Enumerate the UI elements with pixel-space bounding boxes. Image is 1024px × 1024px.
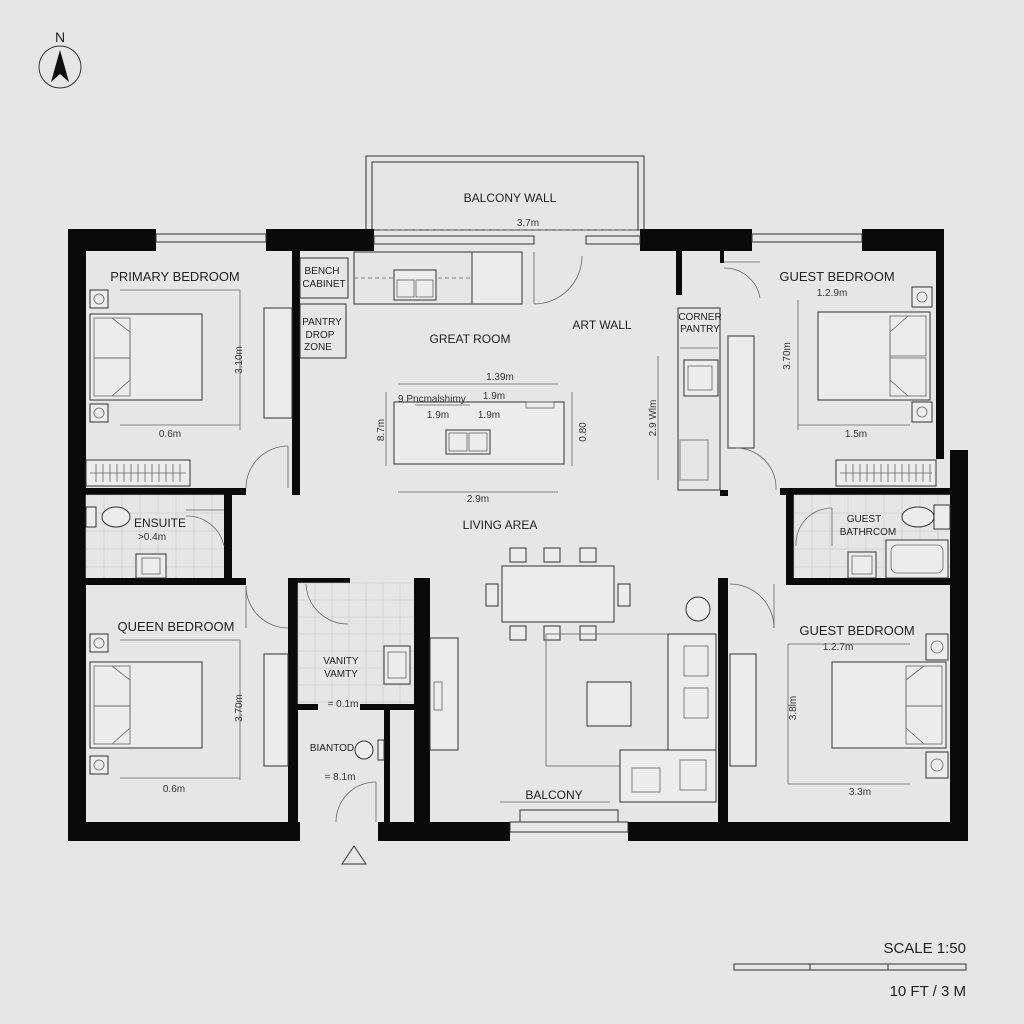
balcony-width-dim: 3.7m (517, 218, 539, 229)
island-inner-dim-3: 1.9m (478, 410, 500, 421)
ensuite-label: ENSUITE (134, 516, 186, 530)
guest-bottom-height-dim: 3.8lm (788, 696, 799, 720)
island-sink (445, 429, 491, 455)
guest-bedroom-top-label: GUEST BEDROOM (779, 269, 894, 284)
top-balcony: BALCONY WALL 3.7m (365, 155, 645, 231)
guest-top-width-dim: 1.2.9m (817, 288, 848, 299)
entrance-arrow-icon (341, 845, 367, 865)
guest-bedroom-bottom-label: GUEST BEDROOM (799, 623, 914, 638)
guest-top-bed-dim: 1.5m (845, 429, 867, 440)
bench-label: BENCH (304, 266, 339, 277)
bench-cabinet: BENCH CABINET PANTRY DROP ZONE (299, 257, 349, 359)
island-inner-label: 9 Pncmalshimy (398, 394, 466, 405)
primary-bed-dim: 0.6m (159, 429, 181, 440)
art-wall-dim: 2.9 Wlm (648, 400, 659, 437)
great-room-label: GREAT ROOM (430, 332, 511, 346)
guest-label: GUEST (847, 514, 881, 525)
fridge (471, 251, 523, 305)
biantod-label: BIANTOD (310, 743, 354, 754)
ensuite: ENSUITE >0.4m (85, 494, 225, 579)
corner-sink (683, 359, 719, 397)
scale-ratio: SCALE 1:50 (883, 940, 966, 957)
corner-pantry: CORNER PANTRY (677, 307, 722, 491)
zone-label: ZONE (304, 342, 332, 353)
cabinet-label: CABINET (302, 279, 345, 290)
queen-height-dim: 3.70m (234, 694, 245, 722)
balcony-wall-label: BALCONY WALL (464, 191, 557, 205)
art-wall-label: ART WALL (572, 318, 631, 332)
guest-bedroom-top: GUEST BEDROOM 1.2.9m 3.70m 1.5m (723, 261, 937, 491)
scale-length: 10 FT / 3 M (890, 983, 966, 1000)
guest-bottom-bed-dim: 3.3m (849, 787, 871, 798)
kitchen-island: 1.39m 9 Pncmalshimy 1.9m 1.9m 1.9m 8.7m … (376, 372, 589, 505)
queen-bed-dim: 0.6m (163, 784, 185, 795)
biantod-dim: = 8.1m (325, 772, 356, 783)
toilet-icon (101, 506, 131, 528)
corner-label: CORNER (678, 312, 721, 323)
primary-bedroom-label: PRIMARY BEDROOM (110, 269, 240, 284)
pantry-label: PANTRY (302, 317, 342, 328)
vamty-label: VAMTY (324, 669, 358, 680)
queen-bed (89, 661, 203, 749)
guest-bottom-bed (831, 661, 947, 749)
drop-label: DROP (306, 330, 335, 341)
tv-console (429, 637, 459, 751)
bathroom-label: BATHRCOM (840, 527, 896, 538)
island-left-dim: 8.7m (376, 419, 387, 441)
island-inner-dim-2: 1.9m (427, 410, 449, 421)
ensuite-dim: >0.4m (138, 532, 166, 543)
bathtub (885, 539, 949, 579)
wardrobe (263, 653, 289, 767)
interior-walls (86, 251, 950, 822)
wardrobe (727, 335, 755, 449)
island-inner-dim-1: 1.9m (483, 391, 505, 402)
vanity-dim: = 0.1m (328, 699, 359, 710)
queen-bedroom: QUEEN BEDROOM 3.70m 0.6m (89, 585, 289, 795)
wardrobe (263, 307, 293, 419)
exterior-walls (68, 229, 968, 841)
sink-icon (135, 553, 167, 579)
island-right-dim: 0.80 (578, 422, 589, 442)
coffee-table (586, 681, 632, 727)
primary-bedroom: PRIMARY BEDROOM 3.10m 0.6m (85, 269, 293, 489)
primary-height-dim: 3.10m (234, 346, 245, 374)
dining-table (485, 547, 711, 641)
island-bottom-dim: 2.9m (467, 494, 489, 505)
balcony-label: BALCONY (525, 788, 582, 802)
guest-bottom-width-dim: 1.2.7m (823, 642, 854, 653)
living-area-label: LIVING AREA (463, 518, 538, 532)
guest-top-height-dim: 3.70m (782, 342, 793, 370)
kitchen-counter (353, 251, 583, 305)
living-furniture: BALCONY (429, 633, 717, 803)
vanity-label: VANITY (323, 656, 359, 667)
nightstand (89, 403, 109, 423)
wardrobe (729, 653, 757, 767)
scale-bar: SCALE 1:50 10 FT / 3 M (733, 940, 967, 1000)
north-label: N (55, 29, 65, 45)
windows (155, 233, 863, 833)
plant-icon (685, 596, 711, 622)
north-compass: N (38, 29, 82, 89)
guest-bedroom-bottom: GUEST BEDROOM 1.2.7m 3.8lm 3.3m (729, 583, 949, 798)
north-arrow-icon (51, 50, 69, 82)
vanity-bath: VANITY VAMTY = 0.1m BIANTOD = 8.1m (297, 582, 414, 823)
toilet-icon (354, 740, 374, 760)
queen-bedroom-label: QUEEN BEDROOM (117, 619, 234, 634)
guest-bathroom: GUEST BATHRCOM (793, 494, 951, 579)
sectional (619, 749, 717, 803)
pantry-label-2: PANTRY (680, 324, 720, 335)
nightstand (89, 289, 109, 309)
primary-bed (89, 313, 203, 401)
island-top-dim: 1.39m (486, 372, 514, 383)
sink (393, 269, 437, 301)
toilet-icon (901, 506, 935, 528)
